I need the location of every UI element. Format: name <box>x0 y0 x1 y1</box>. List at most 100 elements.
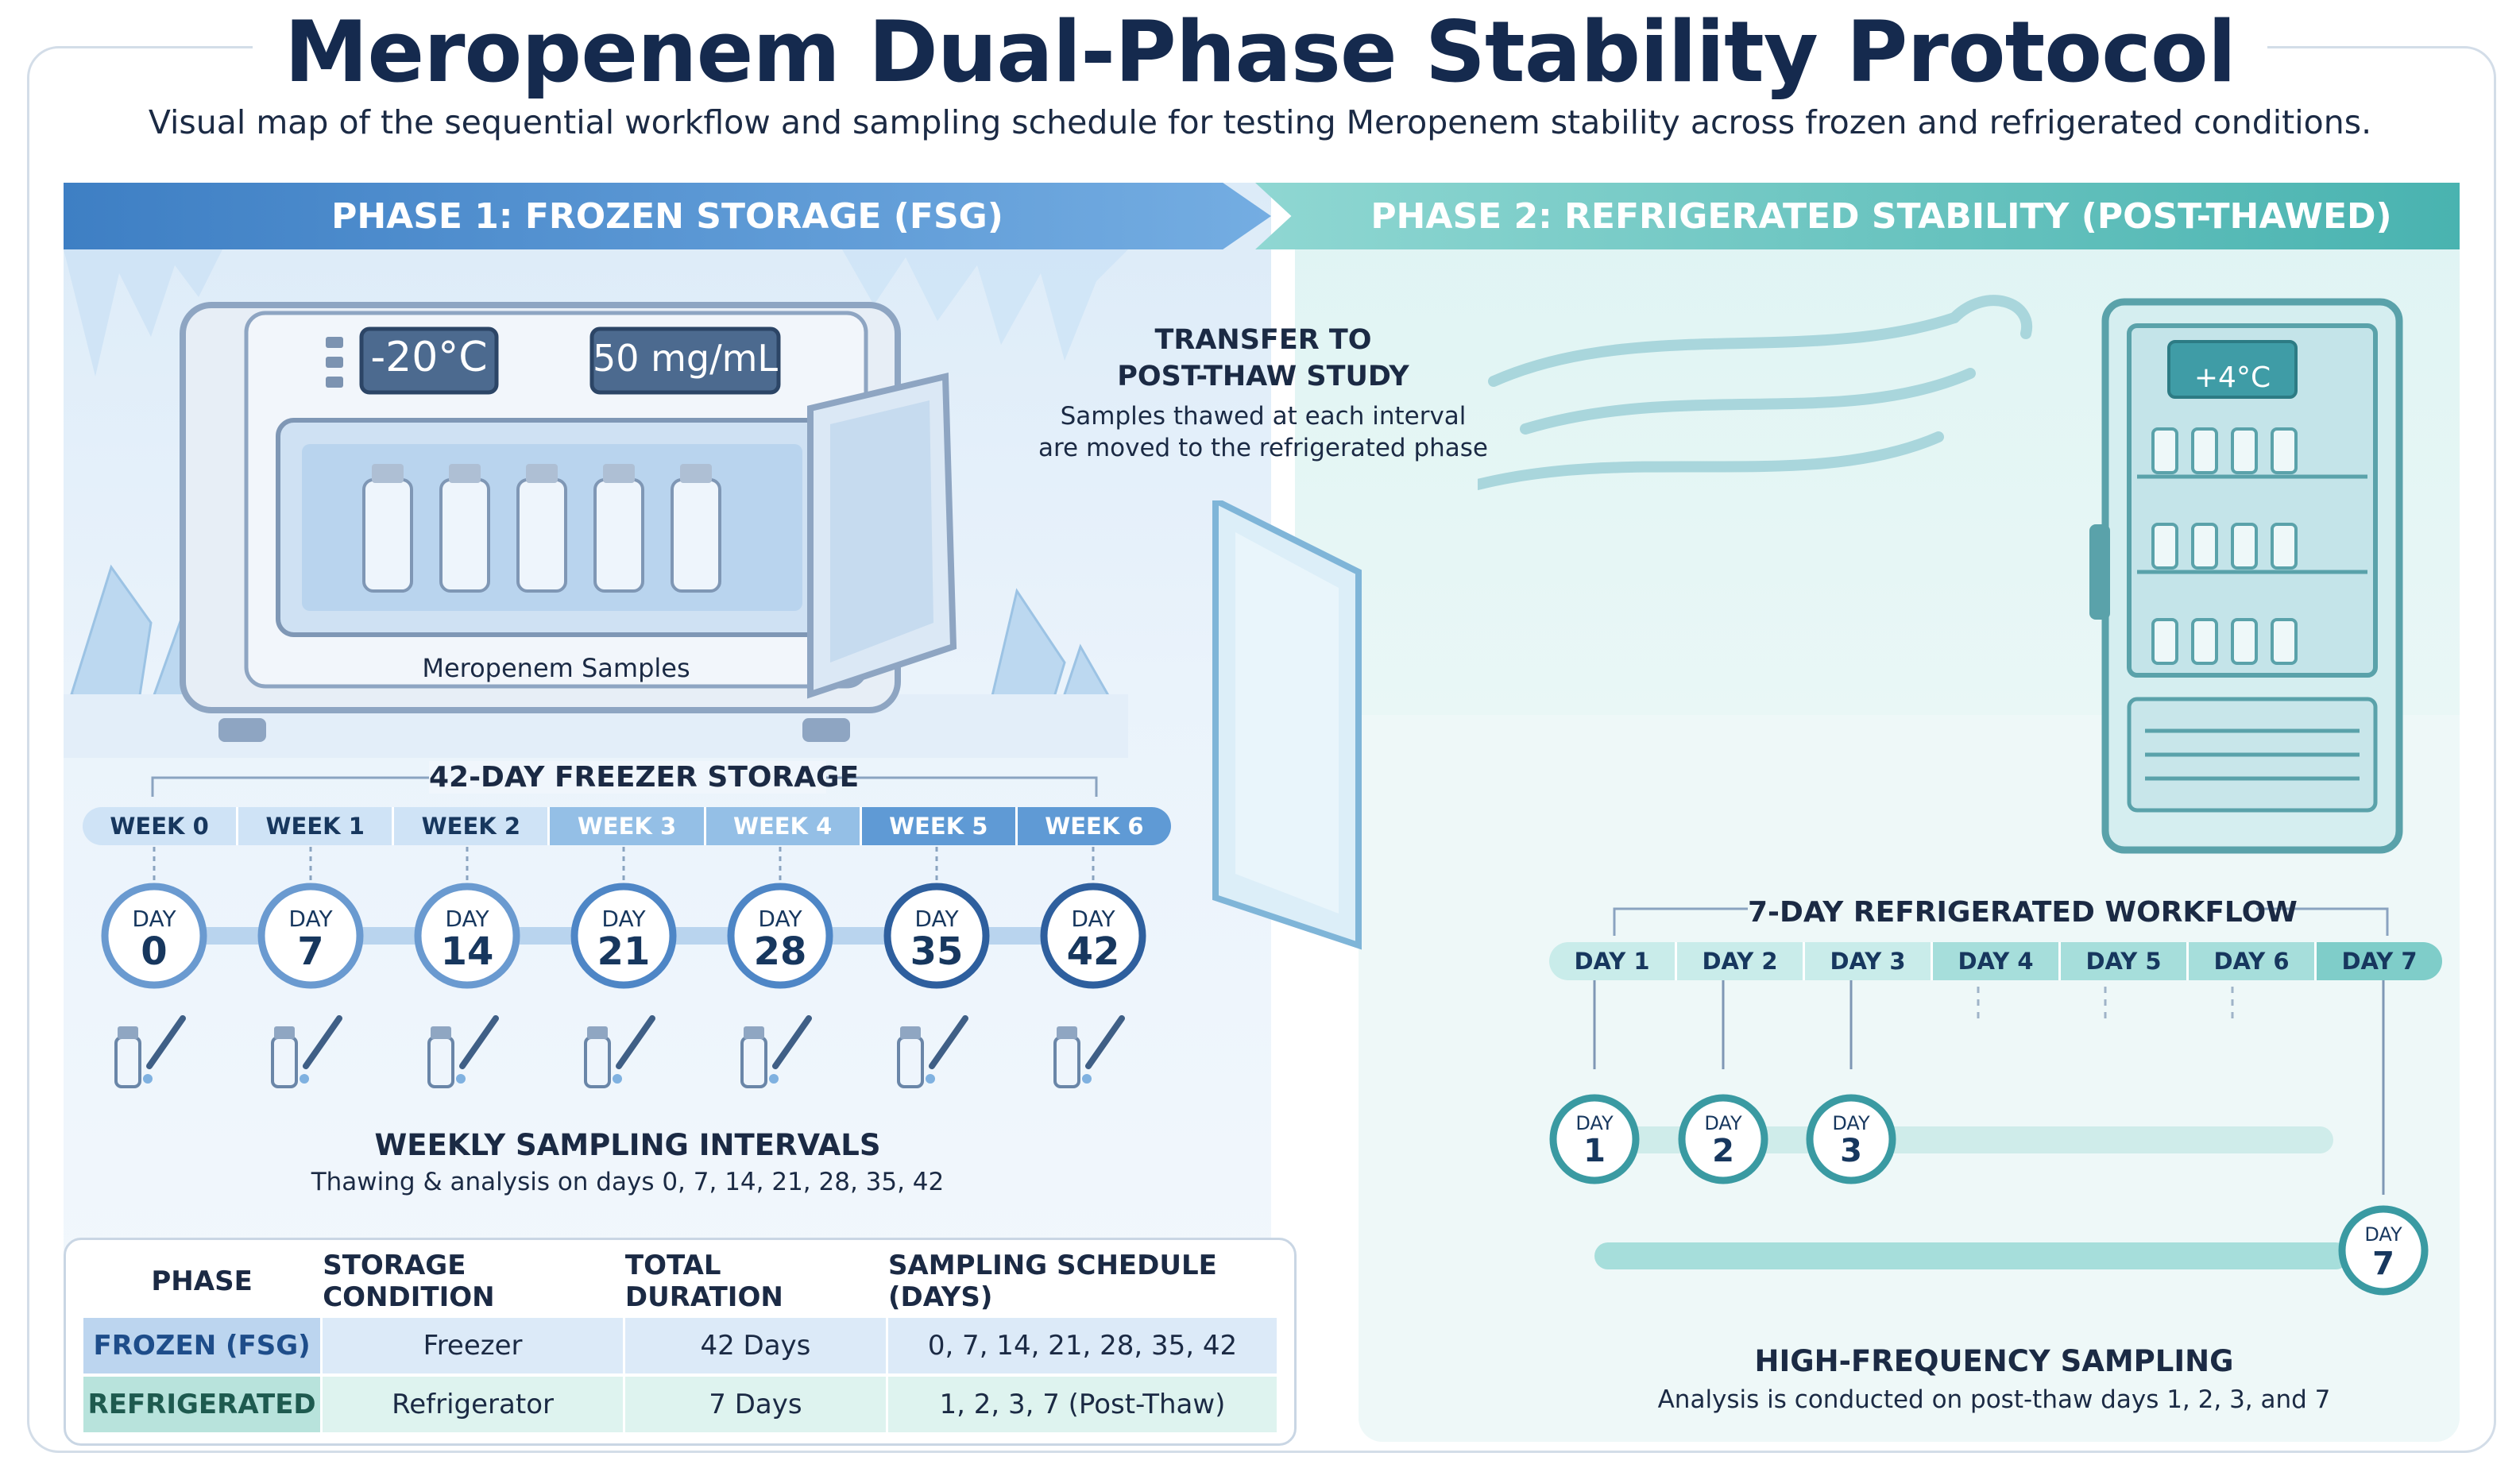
fridge-temp-display: +4°C <box>2193 361 2271 394</box>
freezer-illustration <box>64 249 1128 758</box>
day-marker-number: 7 <box>2372 1246 2394 1282</box>
day-marker <box>1040 883 1146 989</box>
day-label: DAY 4 <box>1933 942 2061 980</box>
table-cell: REFRIGERATED <box>83 1377 323 1432</box>
refrigerator-illustration <box>1478 295 2403 854</box>
dropper-icon <box>1085 1015 1125 1069</box>
droplet-icon <box>1082 1074 1092 1084</box>
table-header-cell: TOTAL DURATION <box>625 1250 888 1313</box>
phase2-banner: PHASE 2: REFRIGERATED STABILITY (POST-TH… <box>1255 183 2460 249</box>
day-marker <box>1678 1094 1768 1184</box>
dropper-icon <box>772 1015 812 1069</box>
table-cell: Freezer <box>323 1318 625 1373</box>
day-marker <box>1806 1094 1896 1184</box>
table-header-cell: STORAGE CONDITION <box>323 1250 625 1313</box>
storage-title: 42-DAY FREEZER STORAGE <box>429 761 860 794</box>
page-subtitle: Visual map of the sequential workflow an… <box>148 103 2372 141</box>
vial-cap-icon <box>274 1026 295 1039</box>
table-cell: FROZEN (FSG) <box>83 1318 323 1373</box>
day-label: DAY 2 <box>1677 942 1805 980</box>
day-marker-word: DAY <box>1071 906 1115 932</box>
week-label: WEEK 4 <box>705 807 862 845</box>
day-marker <box>883 883 990 989</box>
freezer-temp-display: -20°C <box>370 334 488 381</box>
day-marker-number: 21 <box>597 929 651 974</box>
day-marker-word: DAY <box>758 906 802 932</box>
table-header-row: PHASE STORAGE CONDITION TOTAL DURATION S… <box>83 1250 1277 1313</box>
vial-icon <box>1053 1036 1080 1088</box>
day-marker-word: DAY <box>132 906 176 932</box>
day-marker-word: DAY <box>1704 1112 1742 1134</box>
table-row: REFRIGERATED Refrigerator 7 Days 1, 2, 3… <box>83 1377 1277 1432</box>
high-frequency-title: HIGH-FREQUENCY SAMPLING <box>1754 1344 2234 1378</box>
day-marker <box>570 883 677 989</box>
week-label: WEEK 1 <box>238 807 395 845</box>
week-label: WEEK 2 <box>394 807 551 845</box>
table-cell: 42 Days <box>625 1318 888 1373</box>
day-marker-word: DAY <box>1832 1112 1870 1134</box>
day-marker-number: 35 <box>910 929 964 974</box>
day-marker-number: 28 <box>754 929 807 974</box>
day-marker <box>257 883 364 989</box>
day-label: DAY 6 <box>2189 942 2317 980</box>
day-marker-number: 42 <box>1067 929 1120 974</box>
vial-cap-icon <box>900 1026 921 1039</box>
day-marker-word: DAY <box>2364 1223 2402 1246</box>
day-marker-word: DAY <box>445 906 489 932</box>
vial-cap-icon <box>744 1026 764 1039</box>
high-frequency-desc: Analysis is conducted on post-thaw days … <box>1657 1385 2331 1414</box>
week-label: WEEK 5 <box>861 807 1018 845</box>
dropper-icon <box>303 1015 342 1069</box>
day-label: DAY 3 <box>1805 942 1933 980</box>
concentration-display: 50 mg/mL <box>592 337 779 380</box>
vial-icon <box>427 1036 454 1088</box>
day-marker-number: 0 <box>141 929 167 974</box>
droplet-icon <box>926 1074 935 1084</box>
day-label: DAY 1 <box>1549 942 1677 980</box>
dropper-icon <box>616 1015 655 1069</box>
transfer-desc-line1: Samples thawed at each interval <box>1060 402 1467 431</box>
table-header-cell: PHASE <box>83 1256 323 1307</box>
day-marker <box>727 883 833 989</box>
day-marker-number: 1 <box>1583 1133 1606 1169</box>
day-marker <box>1549 1094 1640 1184</box>
phase1-banner: PHASE 1: FROZEN STORAGE (FSG) <box>64 183 1271 249</box>
vial-cap-icon <box>1057 1026 1077 1039</box>
table-row: FROZEN (FSG) Freezer 42 Days 0, 7, 14, 2… <box>83 1318 1277 1373</box>
day-marker-word: DAY <box>914 906 959 932</box>
final-track <box>1594 1242 2349 1269</box>
droplet-icon <box>143 1074 153 1084</box>
week-label: WEEK 3 <box>550 807 706 845</box>
vial-icon <box>740 1036 767 1088</box>
droplet-icon <box>613 1074 622 1084</box>
day-marker-number: 7 <box>297 929 323 974</box>
table-header-cell: SAMPLING SCHEDULE (DAYS) <box>887 1250 1217 1313</box>
day-marker-word: DAY <box>1575 1112 1614 1134</box>
day-label: DAY 5 <box>2061 942 2189 980</box>
droplet-icon <box>456 1074 466 1084</box>
week-label: WEEK 6 <box>1017 807 1171 845</box>
vial-cap-icon <box>431 1026 451 1039</box>
table-cell: 7 Days <box>625 1377 888 1432</box>
dropper-icon <box>459 1015 499 1069</box>
workflow-title: 7-DAY REFRIGERATED WORKFLOW <box>1748 896 2298 929</box>
day-marker <box>414 883 520 989</box>
transfer-desc-line2: are moved to the refrigerated phase <box>1038 434 1488 462</box>
vial-icon <box>897 1036 924 1088</box>
table-cell: Refrigerator <box>323 1377 625 1432</box>
table-cell: 0, 7, 14, 21, 28, 35, 42 <box>927 1330 1238 1362</box>
weekly-sampling-desc: Thawing & analysis on days 0, 7, 14, 21,… <box>311 1168 945 1196</box>
droplet-icon <box>769 1074 779 1084</box>
day-marker-word: DAY <box>288 906 333 932</box>
table-cell: 1, 2, 3, 7 (Post-Thaw) <box>939 1389 1226 1420</box>
vial-icon <box>271 1036 298 1088</box>
final-day-marker <box>2338 1205 2429 1296</box>
day-marker-number: 14 <box>441 929 494 974</box>
day-marker-number: 3 <box>1840 1133 1862 1169</box>
vial-cap-icon <box>118 1026 138 1039</box>
page-title: Meropenem Dual-Phase Stability Protocol <box>0 3 2520 101</box>
vial-icon <box>584 1036 611 1088</box>
week-label: WEEK 0 <box>83 807 239 845</box>
